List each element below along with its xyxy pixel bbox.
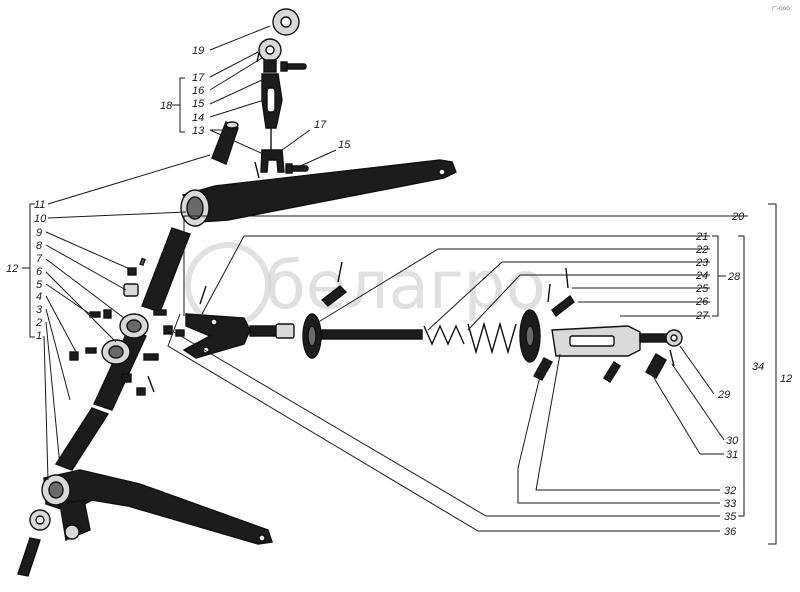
pin-cylinder-13 [211, 121, 239, 165]
label-11: 11 [34, 199, 45, 211]
label-28: 28 [727, 271, 741, 283]
label-18: 18 [160, 100, 173, 112]
upper-lift-arm [180, 159, 457, 227]
pins-25-26 [547, 267, 575, 318]
label-17-list: 17 [192, 72, 205, 84]
label-1: 1 [36, 330, 42, 342]
label-22: 22 [695, 244, 708, 256]
label-16: 16 [192, 85, 205, 97]
small-fasteners-left [69, 267, 185, 396]
leader-lines [22, 25, 777, 545]
label-29: 29 [717, 389, 730, 401]
bolts-30-31 [645, 349, 675, 379]
label-5: 5 [36, 279, 43, 291]
washer-19 [272, 8, 300, 36]
bolts-below-tube [533, 357, 621, 383]
label-17-part: 17 [314, 119, 327, 131]
label-10: 10 [34, 213, 47, 225]
label-4: 4 [36, 291, 42, 303]
label-33: 33 [724, 498, 737, 510]
fork-13 [260, 149, 285, 173]
label-2: 2 [35, 317, 42, 329]
disk-25 [519, 309, 541, 363]
label-20: 20 [731, 211, 745, 223]
label-7: 7 [36, 253, 43, 265]
corner-mark: г'-ооо [772, 5, 790, 12]
label-8: 8 [36, 240, 43, 252]
label-19: 19 [192, 45, 204, 57]
label-15-list: 15 [192, 98, 205, 110]
label-9: 9 [36, 227, 42, 239]
label-14: 14 [192, 112, 204, 124]
watermark-text: белагро [265, 247, 546, 324]
pins-yoke-top [199, 261, 343, 305]
label-3: 3 [36, 304, 43, 316]
label-23: 23 [695, 257, 709, 269]
rod-and-plate [302, 285, 423, 359]
watermark: белагро [185, 242, 546, 328]
tube-27 [551, 325, 683, 357]
label-12-right: 12 [780, 373, 792, 385]
split-pin-17 [254, 161, 260, 179]
label-12-left: 12 [6, 263, 18, 275]
bolt-17-top [280, 61, 307, 72]
label-26: 26 [695, 296, 709, 308]
callout-labels: 19 17 16 15 14 13 18 17 15 11 10 9 8 7 6… [6, 45, 792, 538]
label-30: 30 [726, 435, 739, 447]
spring-23 [423, 324, 465, 346]
bushings [101, 283, 149, 365]
label-13: 13 [192, 125, 205, 137]
label-24: 24 [695, 270, 708, 282]
label-36: 36 [724, 526, 737, 538]
turnbuckle-body [261, 73, 283, 150]
label-35: 35 [724, 511, 737, 523]
label-34: 34 [752, 361, 764, 373]
label-15-part: 15 [338, 139, 351, 151]
yoke-fork [182, 313, 295, 359]
spring-24 [467, 321, 517, 355]
label-25: 25 [695, 283, 709, 295]
label-32: 32 [724, 485, 736, 497]
lift-shaft [54, 227, 191, 471]
lower-pin [17, 509, 51, 577]
label-21: 21 [695, 231, 708, 243]
label-31: 31 [726, 449, 738, 461]
parts [17, 8, 683, 577]
eye-bolt-16 [258, 38, 282, 73]
label-6: 6 [36, 266, 43, 278]
label-27: 27 [695, 310, 709, 322]
bolt-15 [285, 163, 309, 174]
lower-lift-arm [41, 469, 273, 545]
